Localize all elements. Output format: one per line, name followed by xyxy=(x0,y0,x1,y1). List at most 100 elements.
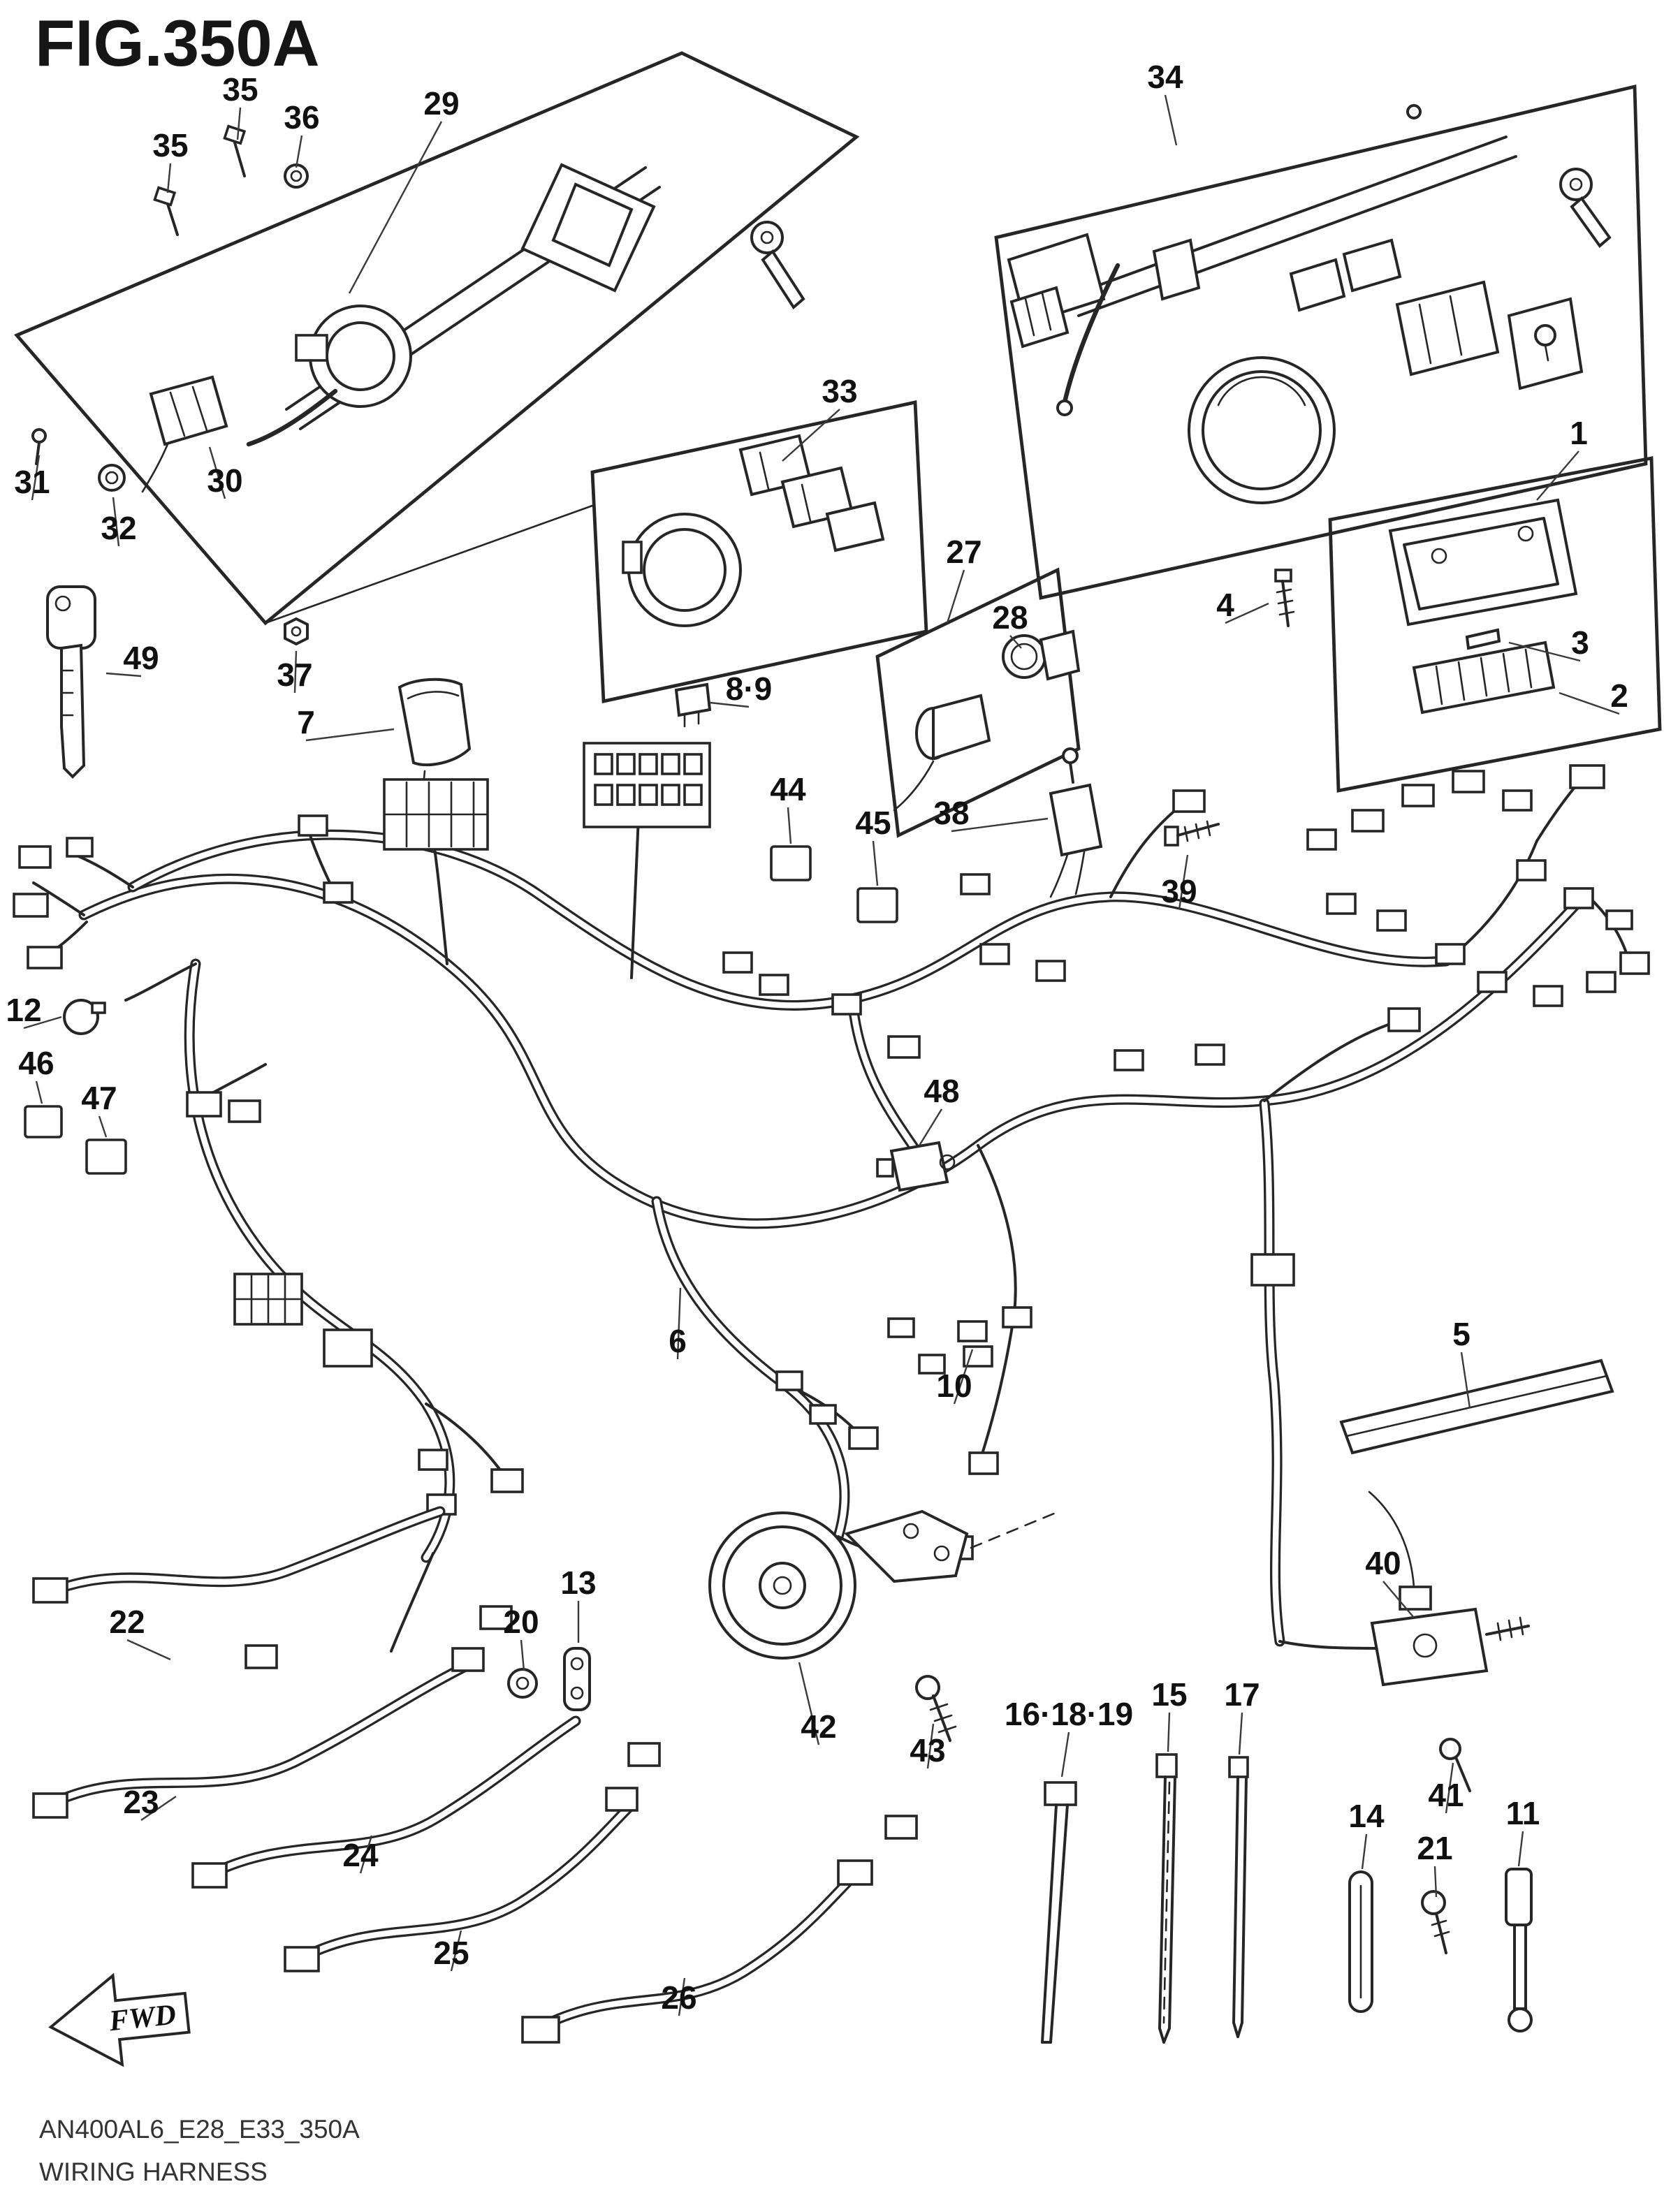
callout-leader-12 xyxy=(23,1016,62,1030)
callout-leader-15 xyxy=(1167,1712,1171,1752)
ignition-bracket-art xyxy=(1274,498,1578,715)
callout-leader-35 xyxy=(166,163,172,193)
part-callout-10: 10 xyxy=(936,1368,972,1404)
part-callout-39: 39 xyxy=(1161,873,1197,909)
callout-leader-5 xyxy=(1460,1352,1471,1409)
part-callout-23: 23 xyxy=(123,1784,159,1820)
callout-leader-22 xyxy=(126,1639,171,1661)
left-handlebar-switch-art xyxy=(31,124,805,646)
part-callout-13: 13 xyxy=(560,1565,596,1601)
callout-leader-8·9 xyxy=(709,701,750,708)
callout-leader-2 xyxy=(1559,691,1620,715)
box-link-line xyxy=(264,504,594,624)
part-callout-6: 6 xyxy=(669,1323,687,1359)
callout-leader-25 xyxy=(450,1930,462,1972)
callout-leader-4 xyxy=(1225,602,1269,624)
lighter-socket-art xyxy=(893,629,1081,812)
part-callout-45: 45 xyxy=(855,805,891,841)
part-callout-26: 26 xyxy=(661,1979,696,2016)
part-callout-33: 33 xyxy=(822,373,857,409)
callout-leader-35 xyxy=(236,107,242,140)
part-callout-7: 7 xyxy=(297,704,315,740)
part-callout-27: 27 xyxy=(946,534,981,570)
group-outline-boxes xyxy=(14,51,1662,838)
part-callout-20: 20 xyxy=(503,1604,539,1640)
connectors-art xyxy=(13,742,1650,1560)
horn-art xyxy=(708,1509,1060,1742)
part-callout-14: 14 xyxy=(1348,1798,1385,1834)
callout-leader-11 xyxy=(1517,1831,1524,1867)
part-callout-47: 47 xyxy=(81,1080,117,1116)
part-callout-25: 25 xyxy=(433,1935,469,1971)
part-callout-49: 49 xyxy=(123,640,159,676)
part-callout-22: 22 xyxy=(109,1604,145,1640)
callout-leader-44 xyxy=(787,807,792,844)
callout-leader-1 xyxy=(1536,451,1579,501)
part-callout-38: 38 xyxy=(933,795,969,831)
part-callout-12: 12 xyxy=(6,992,41,1028)
callout-leader-7 xyxy=(305,728,395,742)
figure-code: AN400AL6_E28_E33_350A xyxy=(39,2115,360,2144)
part-callout-2: 2 xyxy=(1610,677,1628,714)
part-callout-41: 41 xyxy=(1428,1777,1464,1813)
part-callout-30: 30 xyxy=(207,462,242,499)
part-callout-46: 46 xyxy=(18,1045,54,1081)
part-callout-32: 32 xyxy=(101,510,136,546)
part-callout-8·9: 8·9 xyxy=(726,671,772,707)
callout-leader-30 xyxy=(208,446,226,499)
fwd-arrow: FWD xyxy=(48,1972,191,2067)
callout-leader-16·18·19 xyxy=(1060,1731,1070,1778)
callout-leader-42 xyxy=(798,1662,820,1745)
part-callout-40: 40 xyxy=(1365,1545,1401,1581)
callout-leader-41 xyxy=(1445,1762,1454,1814)
callout-leader-32 xyxy=(112,497,120,547)
callout-leader-36 xyxy=(295,135,303,168)
part-callout-34: 34 xyxy=(1147,59,1183,95)
part-callout-15: 15 xyxy=(1151,1676,1187,1713)
part-callout-48: 48 xyxy=(924,1073,959,1109)
callout-leader-23 xyxy=(140,1796,177,1821)
part-callout-24: 24 xyxy=(342,1837,379,1873)
part-callout-28: 28 xyxy=(992,599,1028,636)
part-callout-35: 35 xyxy=(222,71,258,108)
callout-leader-3 xyxy=(1508,641,1581,662)
callout-leader-24 xyxy=(359,1835,373,1874)
part-callout-5: 5 xyxy=(1452,1316,1470,1352)
callout-leader-26 xyxy=(678,1977,686,2016)
part-callout-4: 4 xyxy=(1216,587,1234,623)
callout-leader-29 xyxy=(348,121,443,294)
callout-leader-33 xyxy=(782,409,840,462)
part-callout-31: 31 xyxy=(14,464,50,500)
callout-leader-40 xyxy=(1382,1581,1415,1618)
callout-leader-39 xyxy=(1178,854,1189,910)
left-assembly-box xyxy=(14,51,860,626)
callout-leader-6 xyxy=(676,1287,682,1360)
callout-leader-28 xyxy=(1009,635,1022,649)
figure-title: FIG.350A xyxy=(35,6,320,80)
small-parts-art xyxy=(24,585,1614,2044)
part-callout-35: 35 xyxy=(152,127,188,163)
callout-leader-10 xyxy=(953,1349,974,1405)
fwd-arrow-label: FWD xyxy=(107,1999,177,2038)
right-handlebar-switch-art xyxy=(1007,104,1612,504)
callout-leader-17 xyxy=(1238,1712,1243,1755)
main-harness-art xyxy=(32,770,1630,1653)
part-callout-21: 21 xyxy=(1417,1830,1452,1866)
part-callout-16·18·19: 16·18·19 xyxy=(1005,1696,1133,1732)
part-callout-42: 42 xyxy=(801,1708,836,1745)
callout-leader-37 xyxy=(293,650,298,694)
switch-cluster-art xyxy=(622,434,885,627)
figure-footer: AN400AL6_E28_E33_350A WIRING HARNESS xyxy=(39,2108,360,2193)
part-callout-11: 11 xyxy=(1506,1795,1540,1831)
callout-leader-20 xyxy=(520,1639,525,1671)
right-assembly-box xyxy=(994,84,1648,600)
part-callout-29: 29 xyxy=(423,85,459,122)
part-callout-44: 44 xyxy=(770,771,806,807)
callout-leader-27 xyxy=(946,569,965,624)
callout-leader-48 xyxy=(918,1108,943,1146)
part-callout-43: 43 xyxy=(910,1732,945,1768)
part-callout-36: 36 xyxy=(284,99,319,135)
